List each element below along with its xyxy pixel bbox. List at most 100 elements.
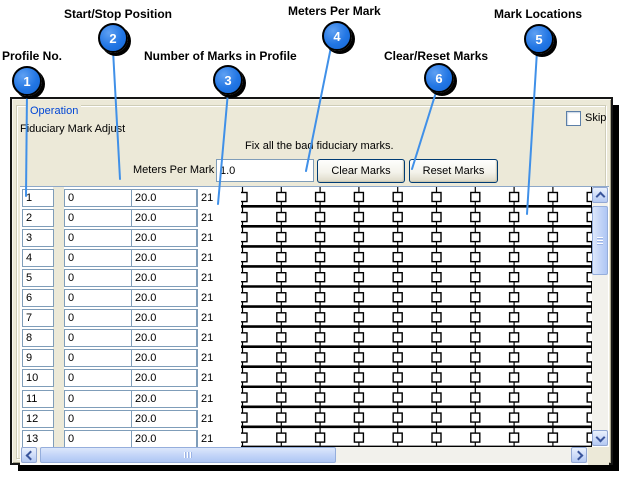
mark-square[interactable] xyxy=(470,392,481,403)
mark-square[interactable] xyxy=(431,372,442,383)
mark-square[interactable] xyxy=(392,352,403,363)
mark-square[interactable] xyxy=(241,271,248,283)
mark-square[interactable] xyxy=(392,191,403,203)
mark-square[interactable] xyxy=(508,392,520,403)
mark-square[interactable] xyxy=(314,392,326,403)
mark-square[interactable] xyxy=(431,392,442,403)
mark-square[interactable] xyxy=(470,352,481,363)
mark-square[interactable] xyxy=(276,412,287,423)
profile-no-cell[interactable]: 2 xyxy=(22,209,54,227)
mark-square[interactable] xyxy=(547,312,559,323)
mark-square[interactable] xyxy=(241,412,248,423)
mark-square[interactable] xyxy=(276,211,287,223)
profile-no-cell[interactable]: 3 xyxy=(22,229,54,247)
mark-square[interactable] xyxy=(508,332,520,343)
mark-square[interactable] xyxy=(241,251,248,263)
start-position-cell[interactable]: 0 xyxy=(64,329,132,347)
start-position-cell[interactable]: 0 xyxy=(64,309,132,327)
mark-square[interactable] xyxy=(470,211,481,223)
mark-square[interactable] xyxy=(586,251,592,263)
mark-square[interactable] xyxy=(508,292,520,303)
mark-square[interactable] xyxy=(392,312,403,323)
mark-square[interactable] xyxy=(586,271,592,283)
mark-square[interactable] xyxy=(353,211,365,223)
scroll-left-button[interactable] xyxy=(21,447,37,463)
mark-square[interactable] xyxy=(241,392,248,403)
mark-square[interactable] xyxy=(431,211,442,223)
mark-square[interactable] xyxy=(586,432,592,443)
mark-square[interactable] xyxy=(431,191,442,203)
mark-square[interactable] xyxy=(276,392,287,403)
mark-square[interactable] xyxy=(547,292,559,303)
reset-marks-button[interactable]: Reset Marks xyxy=(409,159,498,183)
mark-square[interactable] xyxy=(547,352,559,363)
stop-position-cell[interactable]: 20.0 xyxy=(131,430,197,448)
mark-square[interactable] xyxy=(353,292,365,303)
stop-position-cell[interactable]: 20.0 xyxy=(131,189,197,207)
mark-square[interactable] xyxy=(276,191,287,203)
mark-square[interactable] xyxy=(392,251,403,263)
mark-square[interactable] xyxy=(353,332,365,343)
mark-square[interactable] xyxy=(470,231,481,243)
start-position-cell[interactable]: 0 xyxy=(64,229,132,247)
profile-no-cell[interactable]: 13 xyxy=(22,430,54,448)
mark-square[interactable] xyxy=(276,271,287,283)
scroll-right-button[interactable] xyxy=(571,447,587,463)
mark-square[interactable] xyxy=(508,191,520,203)
mark-square[interactable] xyxy=(392,231,403,243)
mark-square[interactable] xyxy=(470,312,481,323)
mark-square[interactable] xyxy=(470,332,481,343)
mark-square[interactable] xyxy=(241,352,248,363)
mark-square[interactable] xyxy=(353,312,365,323)
start-position-cell[interactable]: 0 xyxy=(64,369,132,387)
mark-square[interactable] xyxy=(276,312,287,323)
profile-no-cell[interactable]: 10 xyxy=(22,369,54,387)
stop-position-cell[interactable]: 20.0 xyxy=(131,410,197,428)
mark-square[interactable] xyxy=(276,332,287,343)
mark-square[interactable] xyxy=(586,372,592,383)
mark-square[interactable] xyxy=(508,372,520,383)
mark-square[interactable] xyxy=(276,372,287,383)
mark-square[interactable] xyxy=(508,312,520,323)
stop-position-cell[interactable]: 20.0 xyxy=(131,309,197,327)
mark-square[interactable] xyxy=(392,412,403,423)
start-position-cell[interactable]: 0 xyxy=(64,349,132,367)
mark-square[interactable] xyxy=(431,312,442,323)
mark-square[interactable] xyxy=(392,392,403,403)
scroll-down-button[interactable] xyxy=(592,430,608,446)
stop-position-cell[interactable]: 20.0 xyxy=(131,269,197,287)
scroll-up-button[interactable] xyxy=(592,187,608,203)
mark-square[interactable] xyxy=(314,432,326,443)
profile-no-cell[interactable]: 5 xyxy=(22,269,54,287)
mark-square[interactable] xyxy=(241,191,248,203)
mark-square[interactable] xyxy=(353,271,365,283)
profile-no-cell[interactable]: 8 xyxy=(22,329,54,347)
mark-square[interactable] xyxy=(470,292,481,303)
mark-square[interactable] xyxy=(314,211,326,223)
mark-square[interactable] xyxy=(508,251,520,263)
mark-square[interactable] xyxy=(353,372,365,383)
mark-square[interactable] xyxy=(276,251,287,263)
mark-square[interactable] xyxy=(392,432,403,443)
mark-square[interactable] xyxy=(241,292,248,303)
stop-position-cell[interactable]: 20.0 xyxy=(131,390,197,408)
mark-square[interactable] xyxy=(470,432,481,443)
mark-square[interactable] xyxy=(241,332,248,343)
mark-square[interactable] xyxy=(547,231,559,243)
mark-square[interactable] xyxy=(586,292,592,303)
vertical-scrollbar-thumb[interactable] xyxy=(592,206,608,275)
mark-square[interactable] xyxy=(431,231,442,243)
mark-square[interactable] xyxy=(314,332,326,343)
mark-square[interactable] xyxy=(586,352,592,363)
mark-square[interactable] xyxy=(353,251,365,263)
mark-square[interactable] xyxy=(431,292,442,303)
mark-square[interactable] xyxy=(241,211,248,223)
mark-square[interactable] xyxy=(241,312,248,323)
start-position-cell[interactable]: 0 xyxy=(64,390,132,408)
mark-square[interactable] xyxy=(470,191,481,203)
mark-square[interactable] xyxy=(586,332,592,343)
mark-square[interactable] xyxy=(547,211,559,223)
mark-square[interactable] xyxy=(314,412,326,423)
mark-square[interactable] xyxy=(314,352,326,363)
mark-square[interactable] xyxy=(547,392,559,403)
